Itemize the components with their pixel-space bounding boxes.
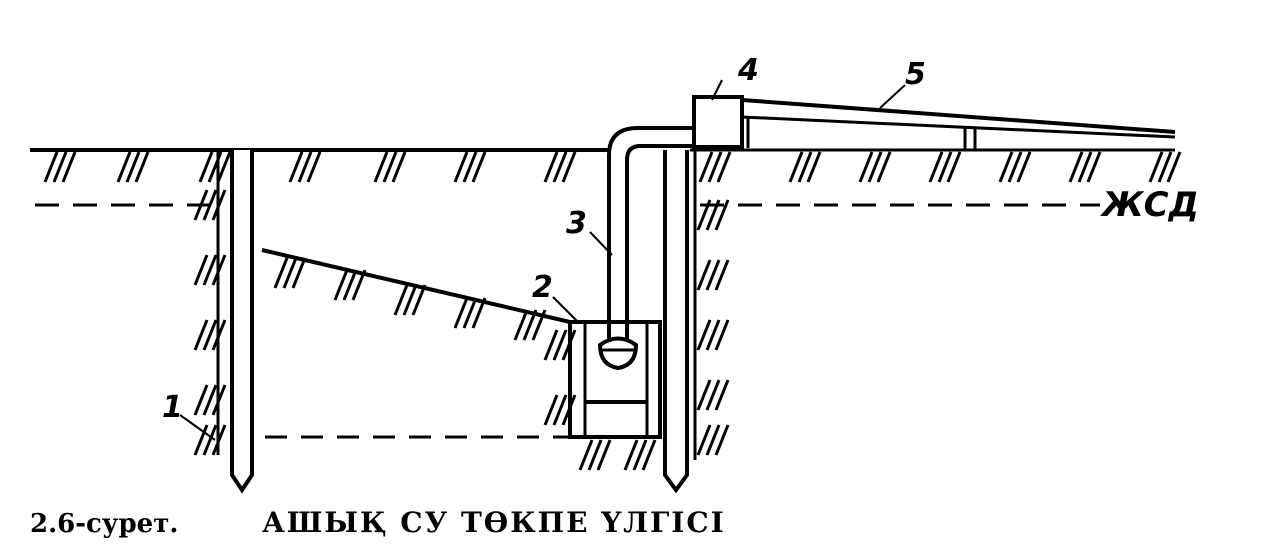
pump [692,95,744,149]
groundwater-level-label: ЖСД [1100,185,1199,225]
label-3: 3 [566,206,587,241]
label-4: 4 [737,53,759,88]
label-2: 2 [532,270,553,305]
discharge-pipe [741,98,1176,150]
sheet-pile-right [663,150,689,494]
label-5: 5 [905,57,926,92]
ground-hatching [43,150,1182,184]
sump-pit [543,320,662,472]
leader-lines [179,79,906,441]
figure-caption: 2.6-сурет. [30,509,178,539]
figure-title: АШЫҚ СУ ТӨКПЕ ҮЛГІСІ [262,506,726,539]
pit-left-wall-hatching [193,150,227,457]
pit-right-wall-hatching [693,150,730,460]
pit-sloped-bottom [261,248,571,342]
label-1: 1 [162,390,183,425]
suction-pipe [597,126,695,371]
wellpoint-1 [230,150,254,494]
